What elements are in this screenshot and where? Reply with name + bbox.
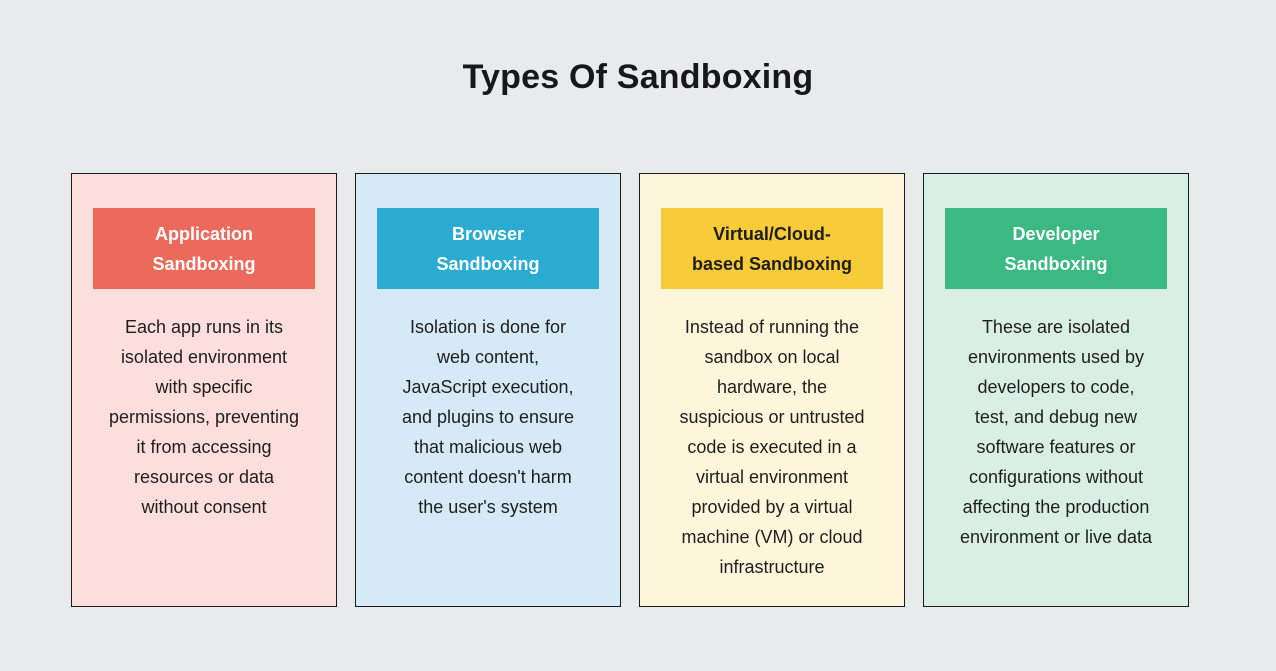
page-title: Types Of Sandboxing — [462, 58, 814, 96]
card-browser-sandboxing-header: Browser Sandboxing — [377, 208, 599, 289]
card-developer-sandboxing-description: These are isolated environments used by … — [959, 317, 1153, 547]
card-browser-sandboxing: Browser Sandboxing Isolation is done for… — [355, 173, 621, 607]
card-virtual-cloud-based-sandboxing-header: Virtual/Cloud- based Sandboxing — [661, 208, 883, 289]
cards-row: Application Sandboxing Each app runs in … — [71, 173, 1189, 607]
card-browser-sandboxing-description: Isolation is done for web content, JavaS… — [401, 317, 575, 517]
card-virtual-cloud-based-sandboxing: Virtual/Cloud- based Sandboxing Instead … — [639, 173, 905, 607]
card-application-sandboxing: Application Sandboxing Each app runs in … — [71, 173, 337, 607]
card-virtual-cloud-based-sandboxing-description: Instead of running the sandbox on local … — [679, 317, 865, 577]
card-application-sandboxing-header: Application Sandboxing — [93, 208, 315, 289]
card-application-sandboxing-description: Each app runs in its isolated environmen… — [108, 317, 300, 517]
card-developer-sandboxing-header: Developer Sandboxing — [945, 208, 1167, 289]
card-developer-sandboxing: Developer Sandboxing These are isolated … — [923, 173, 1189, 607]
